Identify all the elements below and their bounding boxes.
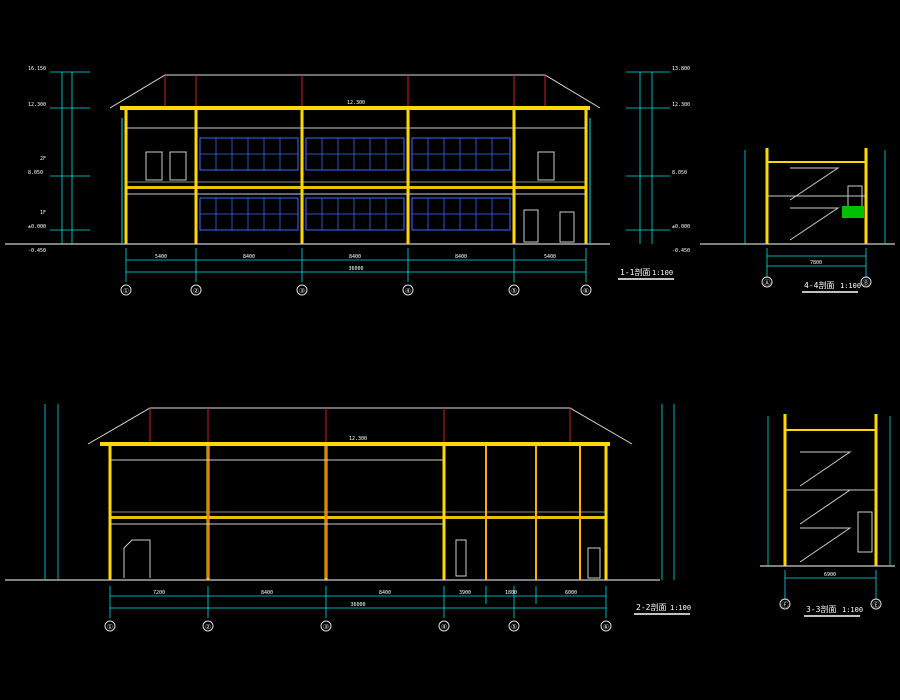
s11-span-2: 8400 [243,254,255,260]
floor-label-1f: 1F [40,210,46,216]
elev-left-1: 12.300 [28,102,46,108]
s11-span-5: 5400 [544,254,556,260]
s22-axis-6: ⑥ [603,623,609,631]
elev-left-4: ±0.000 [28,224,46,230]
elev-right-2: 8.050 [672,170,687,176]
s22-span-4: 3900 [459,590,471,596]
s33-title: 3-3剖面 [806,604,836,614]
elev-right-5: -0.450 [672,248,690,254]
s44-axis-b: Ⓑ [863,279,870,287]
s22-axis-4: ④ [441,623,447,631]
s11-axis-3: ③ [299,287,305,295]
s33-axis-f: Ⓕ [782,601,789,609]
s22-span-2: 8400 [261,590,273,596]
s22-axis-2: ② [205,623,211,631]
s22-scale: 1:100 [670,604,691,612]
s22-axis-3: ③ [323,623,329,631]
s11-axis-5: ⑤ [511,287,517,295]
elev-right-4: ±0.000 [672,224,690,230]
elev-right-0: 13.800 [672,66,690,72]
elev-left-2: 8.050 [28,170,43,176]
s44-axis-a: Ⓐ [764,279,771,287]
s22-span-6: 6000 [565,590,577,596]
s22-span-5: 1800 [505,590,517,596]
s22-span-3: 8400 [379,590,391,596]
elev-right-1: 12.300 [672,102,690,108]
s22-span-1: 7200 [153,590,165,596]
s11-scale: 1:100 [652,269,673,277]
s11-title: 1-1剖面 [620,267,650,277]
s22-axis-1: ① [107,623,113,631]
section-3-3 [760,414,895,610]
section-4-4 [700,148,895,288]
s11-span-3: 8400 [349,254,361,260]
elev-left-0: 16.150 [28,66,46,72]
s11-span-1: 5400 [155,254,167,260]
s11-axis-1: ① [123,287,129,295]
section-2-2 [5,404,675,618]
s33-axis-e: Ⓔ [873,601,880,609]
s11-axis-2: ② [193,287,199,295]
s11-span-4: 8400 [455,254,467,260]
floor-label-2f: 2F [40,156,46,162]
s22-total-dimension: 36000 [350,602,365,608]
s33-scale: 1:100 [842,606,863,614]
s11-axis-6: ⑥ [583,287,589,295]
s22-title: 2-2剖面 [636,602,666,612]
s11-roof-label: 12.300 [347,100,365,106]
section-1-1 [5,71,670,282]
s22-axis-5: ⑤ [511,623,517,631]
s11-axis-bubbles [120,284,592,296]
s33-total-dimension: 6900 [824,572,836,578]
s22-axis-bubbles [104,620,612,632]
s11-axis-4: ④ [405,287,411,295]
s44-total-dimension: 7800 [810,260,822,266]
s22-roof-label: 12.300 [349,436,367,442]
elev-left-5: -0.450 [28,248,46,254]
s44-title: 4-4剖面 [804,280,834,290]
s44-scale: 1:100 [840,282,861,290]
s11-total-dimension: 36000 [348,266,363,272]
